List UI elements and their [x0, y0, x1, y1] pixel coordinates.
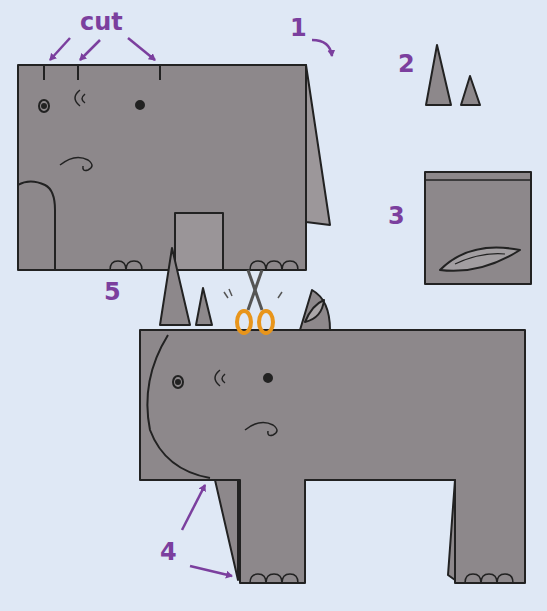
step-number: 1 [290, 16, 307, 40]
step-number: 2 [398, 52, 415, 76]
fold-flap [306, 65, 330, 225]
step-number: 4 [160, 540, 177, 564]
scissors [224, 270, 282, 333]
cut-label: cut [80, 10, 123, 34]
paper-sheet [18, 65, 306, 270]
step-number: 5 [104, 280, 121, 304]
step-number: 3 [388, 204, 405, 228]
leader-arrows [50, 38, 332, 576]
